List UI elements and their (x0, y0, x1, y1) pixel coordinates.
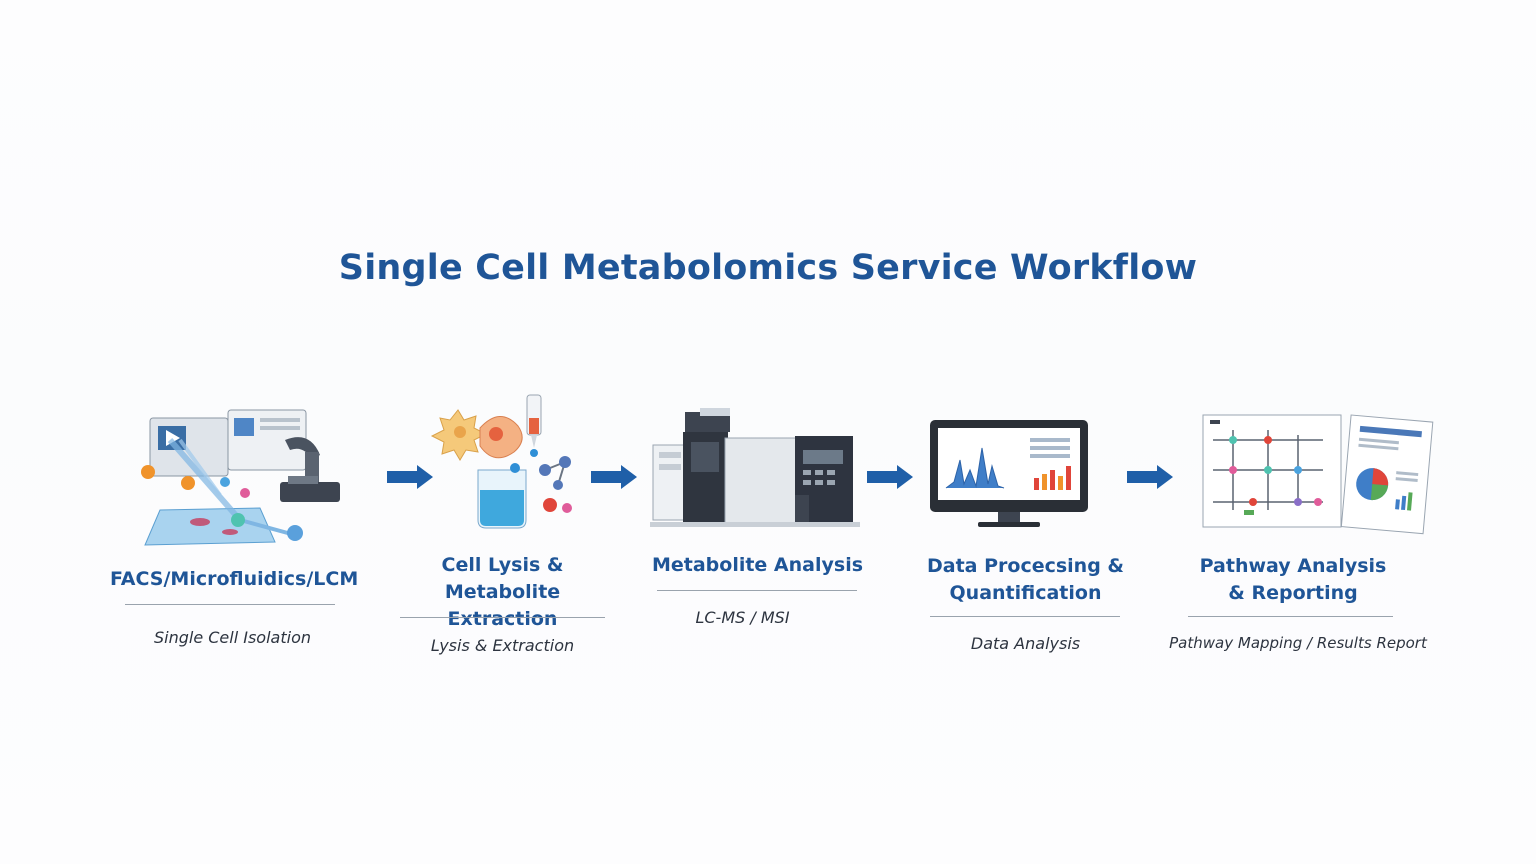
step-3-name: Metabolite Analysis (651, 554, 864, 576)
step-2-subtitle: Lysis & Extraction (430, 636, 575, 655)
pathway-report-icon (1202, 414, 1434, 535)
step-3-divider (657, 590, 857, 591)
step-data-processing: Data Procecsing & Quantification Data An… (918, 390, 1133, 680)
step-3-subtitle: LC-MS / MSI (695, 608, 790, 627)
monitor-chart-icon (930, 420, 1088, 527)
step-4-name: Data Procecsing & Quantification (926, 555, 1124, 604)
beaker-cells-icon (430, 394, 572, 529)
step-2-name: Cell Lysis & Metabolite Extraction (441, 554, 564, 630)
arrow-right-icon (867, 465, 913, 489)
arrow-right-icon (1127, 465, 1173, 489)
step-1-subtitle: Single Cell Isolation (153, 628, 311, 647)
step-1-divider (125, 604, 335, 605)
mass-spectrometer-icon (650, 408, 860, 527)
step-single-cell-isolation: FACS/Microfluidics/LCM Single Cell Isola… (110, 390, 359, 680)
step-5-divider (1188, 616, 1393, 617)
step-pathway-reporting: Pathway Analysis & Reporting Pathway Map… (1168, 390, 1438, 680)
step-metabolite-analysis: Metabolite Analysis LC-MS / MSI (645, 390, 870, 680)
step-5-name: Pathway Analysis & Reporting (1199, 555, 1387, 604)
arrow-right-icon (387, 465, 433, 489)
microscope-cell-sorter-icon (141, 409, 340, 546)
step-4-subtitle: Data Analysis (970, 634, 1081, 653)
arrow-right-icon (591, 465, 637, 489)
step-2-divider (400, 617, 605, 618)
step-1-name: FACS/Microfluidics/LCM (110, 568, 359, 590)
page-title: Single Cell Metabolomics Service Workflo… (338, 248, 1198, 288)
step-4-divider (930, 616, 1120, 617)
step-5-subtitle: Pathway Mapping / Results Report (1169, 634, 1427, 652)
step-lysis-extraction: Cell Lysis & Metabolite Extraction Lysis… (390, 390, 615, 680)
